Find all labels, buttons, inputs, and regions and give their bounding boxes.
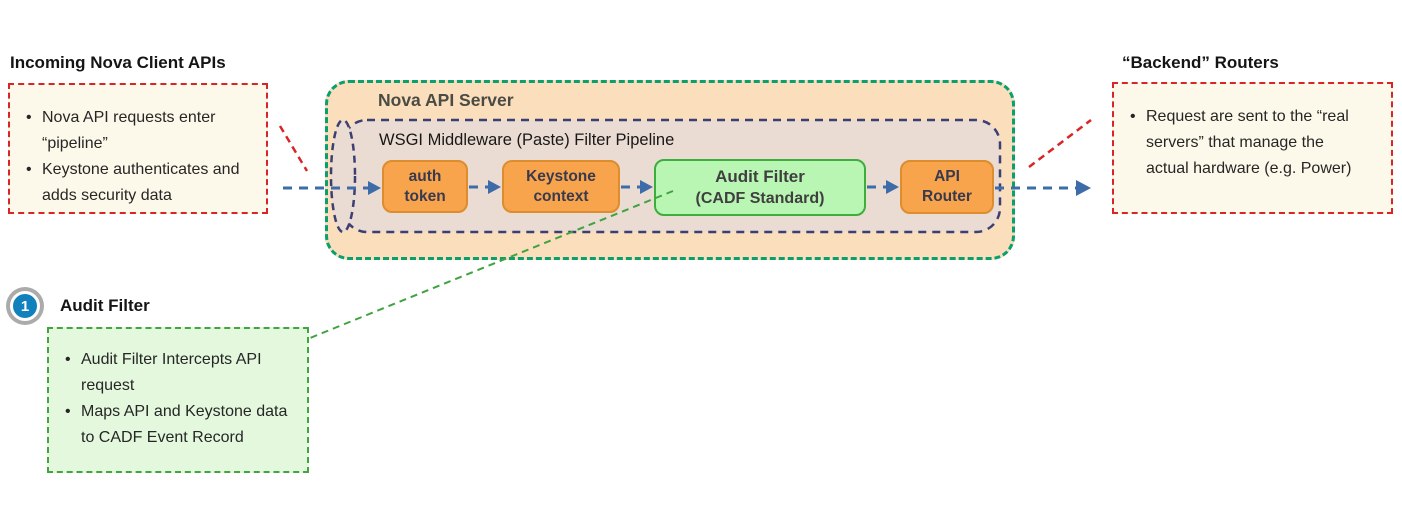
stage-auth-token: auth token: [382, 160, 468, 213]
connector-right-red: [1028, 119, 1092, 168]
step-number-badge: 1: [10, 291, 40, 321]
stage-label-line: (CADF Standard): [695, 190, 825, 207]
bullet-item: Nova API requests enter “pipeline”: [20, 105, 257, 157]
stage-keystone-context: Keystone context: [502, 160, 620, 213]
stage-label-line: API: [934, 168, 960, 185]
stage-audit-filter: Audit Filter (CADF Standard): [654, 159, 866, 216]
bullet-item: Keystone authenticates and adds security…: [20, 157, 257, 209]
wsgi-pipeline-label: WSGI Middleware (Paste) Filter Pipeline: [379, 131, 675, 149]
bullet-item: Audit Filter Intercepts API request: [59, 347, 293, 399]
incoming-apis-note-box: Nova API requests enter “pipeline” Keyst…: [8, 83, 268, 214]
incoming-apis-bullet-list: Nova API requests enter “pipeline” Keyst…: [20, 105, 258, 209]
nova-server-title: Nova API Server: [378, 90, 514, 110]
backend-routers-note-box: Request are sent to the “real servers” t…: [1112, 82, 1393, 214]
stage-label-line: token: [404, 187, 446, 205]
stage-label-line: Audit Filter: [715, 167, 805, 186]
bullet-item: Maps API and Keystone data to CADF Event…: [59, 399, 293, 451]
audit-filter-callout-box: Audit Filter Intercepts API request Maps…: [47, 327, 309, 473]
audit-filter-bullet-list: Audit Filter Intercepts API request Maps…: [59, 347, 293, 451]
stage-api-router: API Router: [900, 160, 994, 214]
left-group-title: Incoming Nova Client APIs: [10, 53, 226, 72]
callout-title: Audit Filter: [60, 296, 150, 315]
stage-label-line: context: [533, 187, 589, 205]
connector-left-red: [278, 125, 309, 172]
stage-label-line: auth: [408, 167, 442, 185]
right-group-title: “Backend” Routers: [1122, 53, 1279, 72]
stage-label-line: Router: [922, 188, 972, 205]
stage-label-line: Keystone: [526, 167, 596, 185]
backend-routers-bullet-list: Request are sent to the “real servers” t…: [1124, 104, 1383, 182]
bullet-item: Request are sent to the “real servers” t…: [1124, 104, 1356, 182]
arrowhead-icon: [1076, 180, 1091, 196]
